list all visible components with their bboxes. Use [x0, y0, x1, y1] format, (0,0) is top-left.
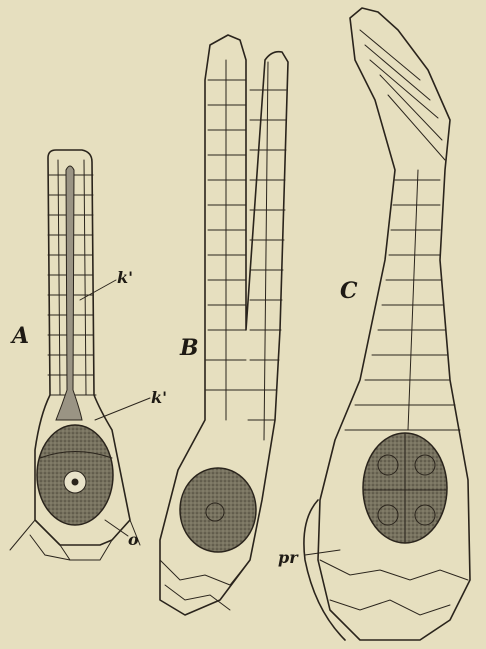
- pointer-pr: [305, 550, 340, 555]
- base-cells-a: [10, 520, 140, 560]
- label-o: o: [128, 530, 139, 549]
- label-b: B: [179, 335, 199, 361]
- egg-b: [180, 468, 256, 552]
- neck-c-outline: [318, 8, 470, 640]
- base-cells-c: [320, 560, 468, 615]
- archegonium-a: [10, 150, 140, 560]
- pointer-o: [105, 520, 128, 536]
- label-pr: pr: [278, 548, 299, 567]
- label-k-upper: k': [117, 268, 133, 287]
- base-cells-b: [160, 560, 250, 610]
- label-a: A: [10, 323, 29, 349]
- label-c: C: [340, 278, 358, 304]
- archegonium-c: [304, 8, 470, 640]
- label-k-lower: k': [151, 388, 167, 407]
- pointer-k-lower: [95, 398, 150, 420]
- archegonium-b: [160, 35, 288, 615]
